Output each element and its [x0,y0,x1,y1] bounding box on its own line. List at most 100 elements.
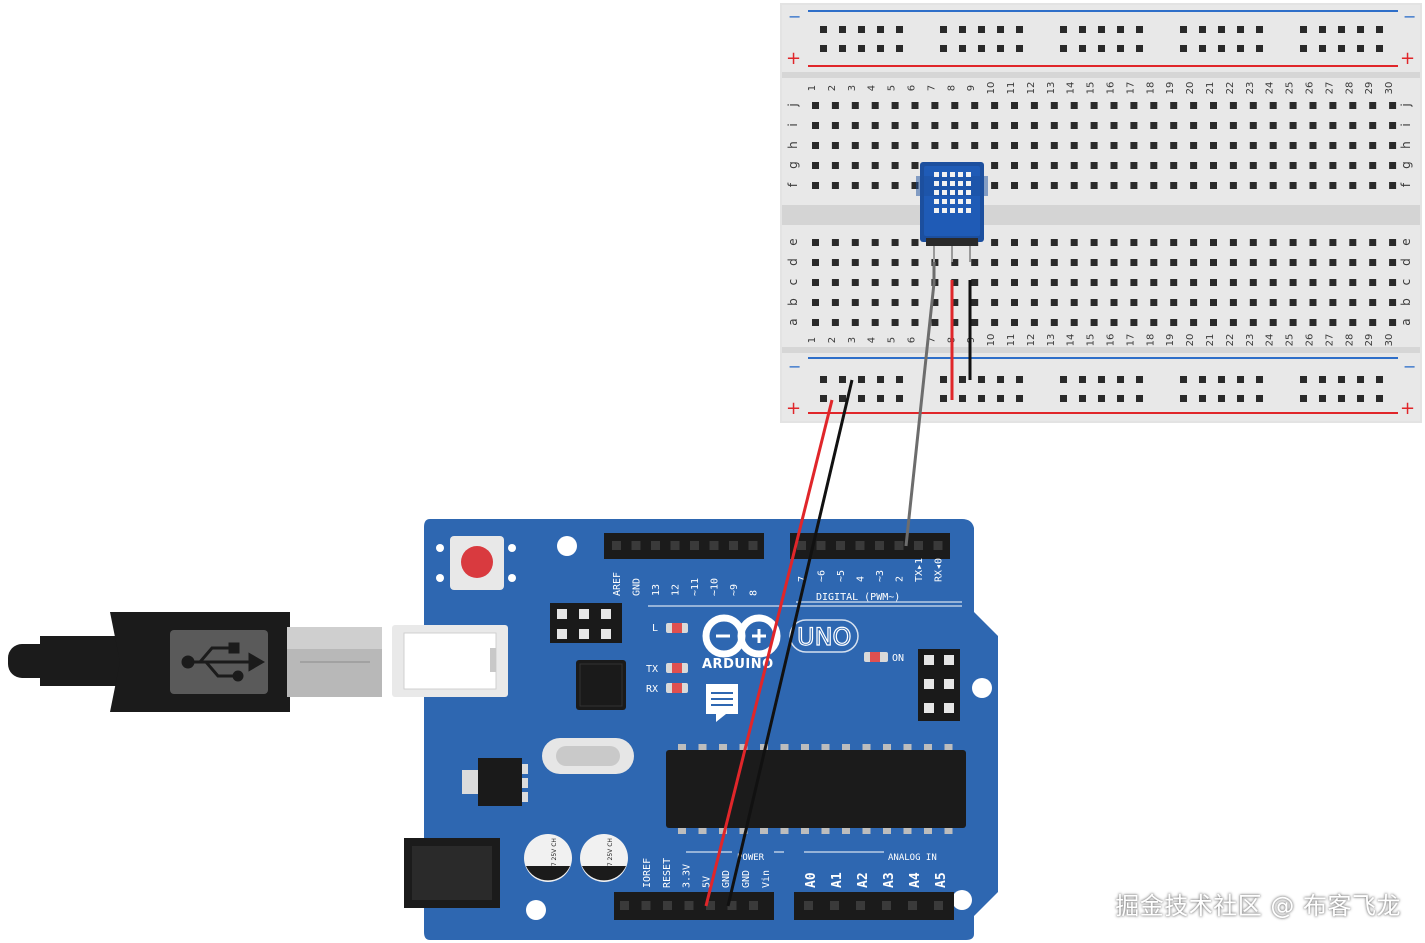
breadboard-hole [1309,182,1317,189]
rail-hole [959,45,966,52]
column-number: 30 [1384,334,1395,347]
breadboard-hole [1011,182,1018,189]
rail-hole [1060,45,1067,52]
column-number: 28 [1344,334,1355,347]
rail-hole [839,395,846,402]
power-header [614,892,774,920]
breadboard-hole [831,319,839,326]
column-number: 24 [1265,82,1276,95]
led-on-label: ON [892,653,904,664]
breadboard-hole [1349,299,1357,306]
rail-hole [1098,45,1105,52]
breadboard-hole [1030,299,1038,306]
rail-hole [997,395,1004,402]
breadboard-hole [891,162,899,169]
breadboard-hole [1110,299,1118,306]
breadboard-hole [851,239,859,246]
breadboard-hole [1269,319,1277,326]
mcu-pin [698,744,707,750]
breadboard-hole [1030,259,1038,266]
breadboard-hole [1110,162,1118,169]
breadboard-hole [1289,239,1297,246]
breadboard-hole [1070,279,1078,286]
breadboard-hole [991,182,999,189]
breadboard-hole [1090,319,1098,326]
breadboard-hole [1249,259,1257,266]
row-letter: g [786,161,800,169]
column-number: 27 [1324,334,1335,347]
rail-hole [858,45,865,52]
column-number: 11 [1006,82,1017,95]
sensor-grille-hole [942,208,947,213]
breadboard-hole [1369,162,1377,169]
breadboard-hole [991,279,999,286]
row-letter: g [1399,161,1413,169]
rail-hole [997,376,1004,383]
breadboard-hole [1229,102,1237,109]
breadboard-hole [891,259,899,266]
rail-holes [820,26,1383,52]
breadboard-hole [1289,122,1297,129]
breadboard-hole [971,279,979,286]
breadboard-hole [1190,182,1198,189]
rail-hole [1256,45,1263,52]
rail-plus-label: + [786,48,801,69]
mcu-pin [903,828,912,834]
column-number: 4 [867,85,878,91]
column-number: 4 [867,337,878,343]
breadboard-hole [951,279,959,286]
sensor-grille-hole [942,172,947,177]
breadboard-hole [1309,102,1317,109]
arduino-uno-board: L TX RX ON ARDUINO UNO [392,519,998,940]
mcu-pin [924,828,932,834]
rail-hole [1117,395,1124,402]
pin-label: TX▸1 [914,558,925,582]
rail-hole [1338,26,1345,33]
rail-hole [1016,376,1023,383]
row-letter: e [786,238,800,245]
icsp-pin [944,679,954,689]
rail-hole [820,45,827,52]
header-pin [641,901,651,910]
reset-button[interactable] [436,536,516,590]
breadboard-hole [1190,319,1198,326]
column-number: 19 [1165,82,1176,95]
capacitor: 47 25V CH [524,834,572,882]
icsp-pin [557,629,567,639]
breadboard-hole [1369,239,1377,246]
breadboard-hole [971,299,979,306]
breadboard-hole [1210,162,1217,169]
mcu-pin [944,744,953,750]
breadboard-hole [871,102,879,109]
mcu-pin [780,828,789,834]
rail-hole [1098,26,1105,33]
breadboard-hole [1130,239,1138,246]
pin-label: ~6 [817,570,828,582]
breadboard-hole [1150,182,1158,189]
breadboard-hole [1309,122,1317,129]
breadboard-hole [1210,122,1217,129]
breadboard-hole [1170,162,1178,169]
breadboard-hole [1090,162,1098,169]
breadboard-hole [1150,279,1158,286]
icsp-pin [579,629,589,639]
rail-hole [1357,26,1364,33]
header-pin [836,541,845,550]
sensor-grille-hole [950,181,955,186]
breadboard-hole [1229,259,1237,266]
rail-hole [877,395,884,402]
breadboard-hole [911,182,919,189]
rail-hole [1079,45,1086,52]
column-number: 26 [1305,82,1316,95]
breadboard-hole [1070,319,1078,326]
icsp-pin [924,655,934,665]
row-letter: b [786,298,800,306]
rail-hole [959,395,966,402]
sensor-grille-hole [934,181,939,186]
rail-hole [1237,395,1244,402]
breadboard-hole [911,299,919,306]
breadboard-hole [931,299,939,306]
rail-hole [1376,26,1383,33]
